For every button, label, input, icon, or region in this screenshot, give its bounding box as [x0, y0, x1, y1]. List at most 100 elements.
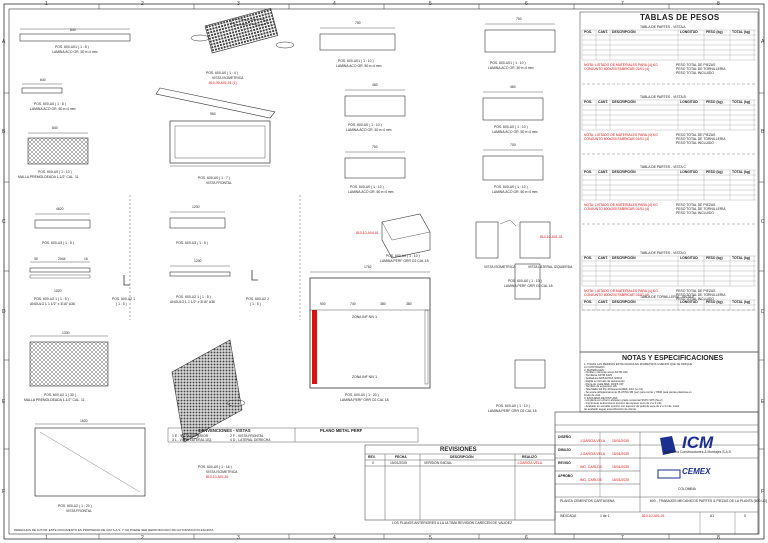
rev-header: DESCRIPCIÓN	[450, 455, 474, 459]
dim-label: 1200	[194, 259, 202, 263]
weights-total-row: PESO TOTAL INCLUIDO	[676, 71, 714, 75]
dim-label: 1330	[62, 331, 70, 335]
weights-table-label: TABLA DE PARTES - VISTA A	[640, 25, 686, 29]
border-col-label: 8	[717, 1, 720, 7]
part-sub: LAMINA ACO GR. 50 e=4 mm	[492, 190, 538, 194]
weights-header: DESCRIPCIÓN	[612, 30, 636, 34]
tb-name: J.GARCÍA VELA	[580, 439, 606, 443]
part-label: POS. 600-U0 ( 1 : 20 )	[345, 393, 379, 397]
part-label: POS. 600-U0 ( 1 : 16 )	[198, 465, 232, 469]
part-label: POS. 600-U0 ( 1 : 10 )	[350, 185, 384, 189]
part-sub: ANGULO L 1 1/2" x 3/16" A36	[30, 302, 75, 306]
dim-label: 1020	[54, 289, 62, 293]
weights-header: POS.	[584, 100, 593, 104]
part-sub: LAMINA ACO GR. 50 e=4 mm	[348, 190, 394, 194]
dim-label: 380	[380, 302, 386, 306]
border-row-label: F	[761, 489, 765, 495]
inner-label: ZONA INF NIV 1	[352, 315, 378, 319]
dim-label: 900	[320, 302, 326, 306]
weights-note: CONJUNTO 600x200 FABRICAR 01/01 (4)	[584, 137, 650, 141]
border-row-label: F	[2, 489, 6, 495]
part-label: POS. 600-U2 1 ( 1 : 5 )	[34, 297, 69, 301]
weights-table-label: TABLA DE PARTES - VISTA C	[640, 165, 686, 169]
border-row-label: B	[2, 129, 6, 135]
part-sub: LAMINA ACO GR. 50 e=4 mm	[52, 50, 98, 54]
view-label: VISTA LATERAL IZQUIERDA	[528, 265, 573, 269]
weights-header: POS.	[584, 300, 593, 304]
scale-value: INDICADA	[560, 514, 577, 518]
part-sub: LAMINA PERF GRR O2 CAL 18	[380, 259, 429, 263]
border-row-label: A	[2, 39, 6, 45]
part-label: POS. 600-U2 1 ( 30 )	[44, 393, 76, 397]
drawing-title: 600 - TRABAJOS MECANICOS PARTES & PIEZAS…	[650, 499, 767, 503]
note-line: - Se usara obligatoriamente PLATINA 3M (…	[584, 391, 692, 394]
mesh-panel-1	[27, 137, 89, 165]
tb-date: 15/01/2025	[612, 465, 629, 469]
weights-header: LONGITUD	[680, 256, 698, 260]
part-sub: MALLA PREMOLDEADA 1-1/2" CAL. 11	[24, 398, 85, 402]
mesh-panel-2	[29, 341, 109, 387]
weights-header: CANT.	[598, 170, 608, 174]
weights-header: LONGITUD	[680, 300, 698, 304]
notes-title: NOTAS Y ESPECIFICACIONES	[622, 355, 724, 362]
tb-role: APROBÓ	[558, 474, 573, 478]
border-row-label: E	[2, 399, 6, 405]
part-label: POS. 600-U01 ( 1 : 10 )	[490, 61, 526, 65]
part-sub: ( 1 : 5 )	[116, 302, 127, 306]
part-sub: VISTA FRONTAL	[66, 509, 92, 513]
tb-date: 15/01/2025	[612, 452, 629, 456]
part-sub: LAMINA ACO GR. 50 e=4 mm	[30, 107, 76, 111]
weights-note: NOTA: LISTADO DE MATERIALES PARA (4) KG	[584, 63, 658, 67]
part-label: POS. 600-U0 ( 1 : 4 )	[206, 71, 238, 75]
weights-header: LONGITUD	[680, 170, 698, 174]
part-label: POS. 600-U2 2	[246, 297, 269, 301]
border-col-label: 8	[717, 535, 720, 541]
border-row-label: A	[761, 39, 765, 45]
part-code: 810-10-A01-01	[540, 235, 563, 239]
border-col-label: 6	[525, 535, 528, 541]
border-col-label: 5	[429, 535, 432, 541]
rev-value: 0	[744, 514, 746, 518]
part-sub: LAMINA PERF GRR O2 CAL 18	[340, 398, 389, 402]
weights-header: CANT.	[598, 300, 608, 304]
red-strip	[312, 310, 317, 384]
part-code: 810-10-A01-01	[206, 475, 229, 479]
weights-header: TOTAL (kg)	[732, 100, 751, 104]
weights-header: DESCRIPCIÓN	[612, 100, 636, 104]
note-line: - Limpieza con chorro abrasivo grado com…	[584, 399, 663, 403]
part-label: POS. 600-U0 ( 1 : 7 )	[198, 176, 230, 180]
border-col-label: 6	[525, 1, 528, 7]
weights-header: POS.	[584, 170, 593, 174]
weights-header: TOTAL (kg)	[732, 300, 751, 304]
part-label: POS. 600-U0 ( 1 : 10 )	[508, 279, 542, 283]
note-line: - Pieza de malla MEF. 33/3/6 VIP	[584, 382, 624, 386]
border-row-label: C	[761, 219, 765, 225]
tb-date: 15/01/2025	[612, 478, 629, 482]
part-label: POS. 600-U0 ( 1 : 10 )	[386, 254, 420, 258]
tb-role: DIBUJO	[558, 448, 571, 452]
border-col-label: 3	[237, 1, 240, 7]
weights-total-row: PESO TOTAL DE TORNILLERIA	[676, 207, 726, 211]
dim-label: 460	[510, 85, 516, 89]
note-line: - Tornilleria ASTM A325	[584, 374, 613, 378]
border-col-label: 2	[141, 535, 144, 541]
rev-header: FECHA	[395, 455, 407, 459]
border-col-label: 7	[621, 1, 624, 7]
dim-label: 1200	[192, 205, 200, 209]
iso-grill-2	[171, 339, 243, 443]
convention-item: 2 F - VISTA FRONTAL	[230, 434, 264, 438]
rev-footer: LOS PLANOS ANTERIORES A LA ULTIMA REVISI…	[392, 521, 513, 525]
weights-header: DESCRIPCIÓN	[612, 170, 636, 174]
tb-name: ING. CARLOS	[580, 478, 602, 482]
weights-header: PESO (kg)	[706, 300, 723, 304]
dim-label: 700	[372, 145, 378, 149]
dim-label: 750	[355, 21, 361, 25]
part-label: POS. 600-U01 ( 1 : 8 )	[55, 45, 89, 49]
part-label: POS. 600-U2 1	[112, 297, 135, 301]
weights-note: NOTA: LISTADO DE MATERIALES PARA (4) KG	[584, 289, 658, 293]
weights-note: NOTA: LISTADO DE MATERIALES PARA (4) KG	[584, 203, 658, 207]
weights-total-row: PESO TOTAL DE PIEZAS	[676, 133, 716, 137]
dim-label: 700	[516, 17, 522, 21]
weights-header: POS.	[584, 256, 593, 260]
